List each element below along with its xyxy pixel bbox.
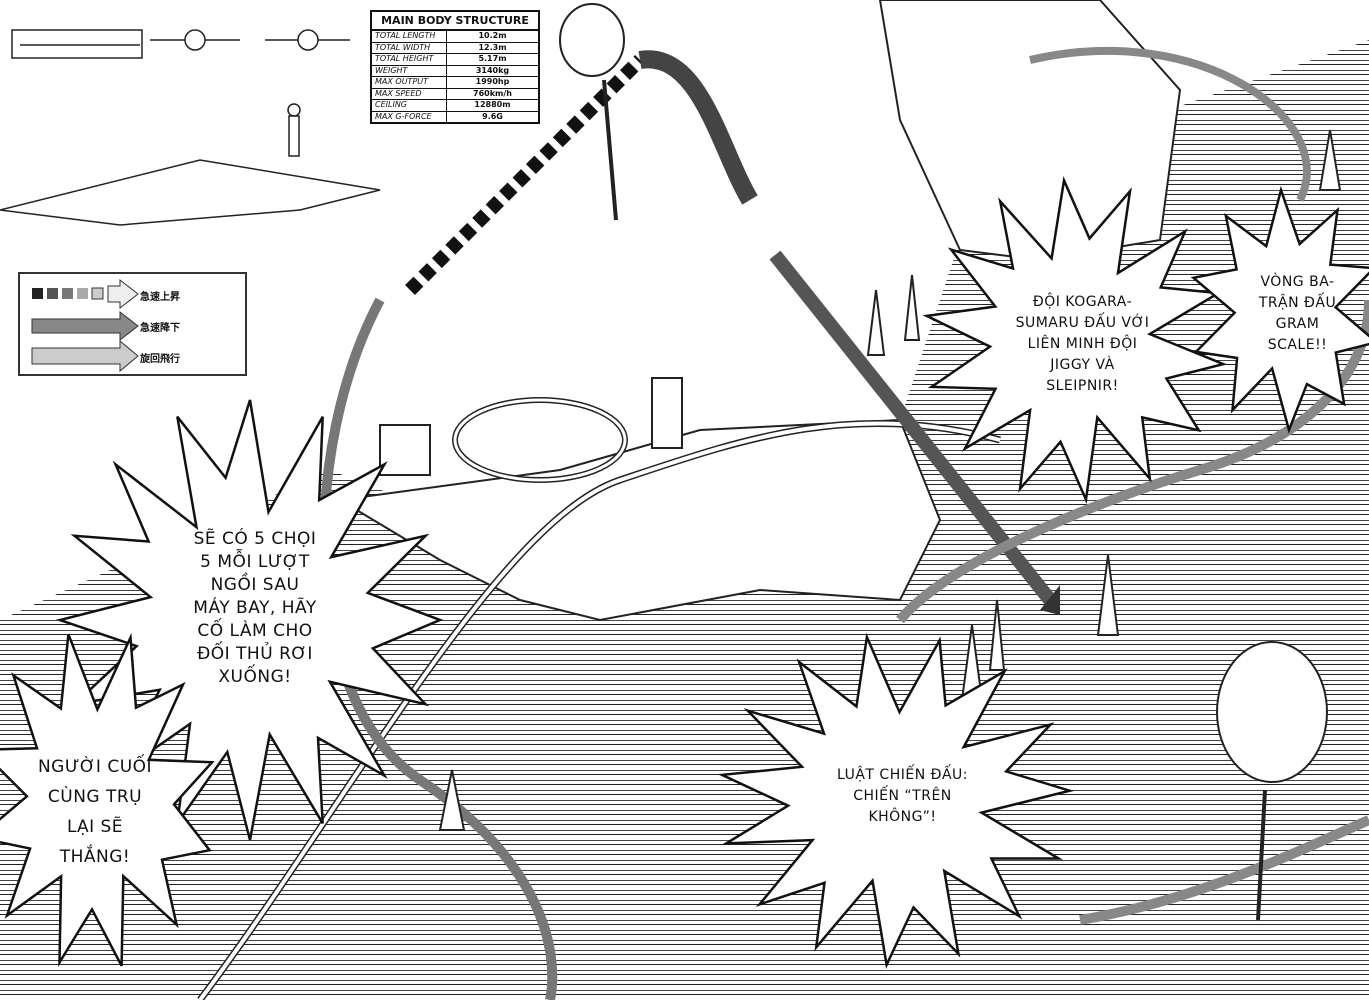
spec-row: MAX G-FORCE 9.6G xyxy=(372,110,538,122)
starburst-balloon xyxy=(0,632,215,967)
bubble-text-line: SCALE!! xyxy=(1267,337,1328,353)
speech-bubble-winner: NGƯỜI CUỐI CÙNG TRỤ LẠI SẼ THẮNG! xyxy=(10,752,180,872)
starburst-balloon xyxy=(1190,185,1369,434)
spec-value: 1990hp xyxy=(475,77,510,86)
spec-value: 5.17m xyxy=(478,54,507,63)
bubble-text-line: KHÔNG”! xyxy=(868,809,937,825)
turn-ribbon xyxy=(1079,815,1369,925)
bubble-text-line: MÁY BAY, HÃY xyxy=(193,598,317,618)
spec-value: 760km/h xyxy=(473,88,512,98)
turn-ribbon xyxy=(896,299,1369,624)
bubble-text-line: THẮNG! xyxy=(59,847,131,867)
legend-label-turning-flight: 旋回飛行 xyxy=(140,354,180,365)
spec-value: 10.2m xyxy=(478,31,507,40)
bubble-text-line: SLEIPNIR! xyxy=(1046,378,1119,394)
race-pylon xyxy=(438,129,1342,831)
speech-bubble-rules: SẼ CÓ 5 CHỌI 5 MỖI LƯỢT NGỒI SAU MÁY BAY, H… xyxy=(140,528,370,689)
spec-row: WEIGHT 3140kg xyxy=(372,64,538,76)
speech-bubble-round: VÒNG BA- TRẬN ĐẤU GRAM SCALE!! xyxy=(1245,272,1350,356)
spec-value: 3140kg xyxy=(475,65,510,75)
bubble-text-line: CỐ LÀM CHO xyxy=(197,621,313,641)
spec-label: TOTAL HEIGHT xyxy=(372,54,447,65)
spec-table-title: MAIN BODY STRUCTURE xyxy=(372,12,538,30)
turn-ribbon xyxy=(319,297,558,1000)
bubble-text-line: LUẬT CHIẾN ĐẤU: xyxy=(836,767,969,783)
spec-row: MAX SPEED 760km/h xyxy=(372,87,538,99)
turn-ribbon xyxy=(638,50,758,205)
speech-bubble-battle: LUẬT CHIẾN ĐẤU: CHIẾN “TRÊN KHÔNG”! xyxy=(810,765,995,828)
building xyxy=(651,377,683,449)
turn-ribbon xyxy=(1029,46,1311,202)
hot-air-balloon xyxy=(559,3,625,221)
airport-island xyxy=(878,0,1182,262)
bubble-text-line: TRẬN ĐẤU xyxy=(1258,295,1337,311)
dark-arrow-icon xyxy=(31,310,139,342)
legend-label-rapid-climb: 急速上昇 xyxy=(140,292,180,303)
bubble-text-line: 5 MỖI LƯỢT xyxy=(200,552,310,572)
spec-label: MAX OUTPUT xyxy=(372,77,447,88)
bubble-text-line: NGỒI SAU xyxy=(210,575,300,595)
spec-label: TOTAL WIDTH xyxy=(372,42,447,53)
legend-label-rapid-descent: 急速降下 xyxy=(140,323,180,334)
bubble-text-line: SUMARU ĐẤU VỚI xyxy=(1015,315,1150,331)
spec-value: 12880m xyxy=(474,100,511,109)
bubble-text-line: JIGGY VÀ xyxy=(1050,357,1115,373)
spec-row: CEILING 12880m xyxy=(372,99,538,111)
bubble-text-line: CHIẾN “TRÊN xyxy=(853,788,952,804)
starburst-balloon xyxy=(922,175,1228,505)
spec-value: 12.3m xyxy=(478,42,507,52)
aircraft-blueprint xyxy=(0,29,381,226)
bubble-text-line: ĐỘI KOGARA- xyxy=(1032,294,1133,310)
dashed-arrow-icon xyxy=(32,278,139,310)
speech-bubble-teams: ĐỘI KOGARA- SUMARU ĐẤU VỚI LIÊN MINH ĐỘI JI… xyxy=(995,292,1170,397)
spec-row: TOTAL WIDTH 12.3m xyxy=(372,41,538,53)
light-arrow-icon xyxy=(31,339,139,373)
starburst-balloon xyxy=(717,632,1075,969)
bubble-text-line: GRAM xyxy=(1275,316,1320,332)
bubble-text-line: CÙNG TRỤ xyxy=(47,787,143,807)
spec-value: 9.6G xyxy=(482,111,503,121)
bubble-text-line: VÒNG BA- xyxy=(1260,274,1335,290)
spec-label: WEIGHT xyxy=(372,65,447,76)
spec-label: TOTAL LENGTH xyxy=(372,31,447,42)
spec-label: MAX G-FORCE xyxy=(372,111,447,122)
hot-air-balloon xyxy=(1216,641,1328,921)
climb-dashed-path xyxy=(405,55,645,295)
spec-label: CEILING xyxy=(372,100,447,111)
spec-label: MAX SPEED xyxy=(372,88,447,99)
bubble-text-line: SẼ CÓ 5 CHỌI xyxy=(193,529,317,549)
bubble-text-line: NGƯỜI CUỐI xyxy=(37,757,153,777)
bubble-text-line: LIÊN MINH ĐỘI xyxy=(1027,336,1138,352)
spec-row: TOTAL LENGTH 10.2m xyxy=(372,30,538,42)
spec-row: TOTAL HEIGHT 5.17m xyxy=(372,53,538,65)
bubble-text-line: ĐỐI THỦ RƠI xyxy=(197,644,313,664)
building xyxy=(379,424,431,476)
flight-legend: 急速上昇 急速降下 旋回飛行 xyxy=(18,272,247,376)
spec-row: MAX OUTPUT 1990hp xyxy=(372,76,538,88)
bubble-text-line: XUỐNG! xyxy=(218,667,292,687)
bubble-text-line: LẠI SẼ xyxy=(66,817,124,837)
